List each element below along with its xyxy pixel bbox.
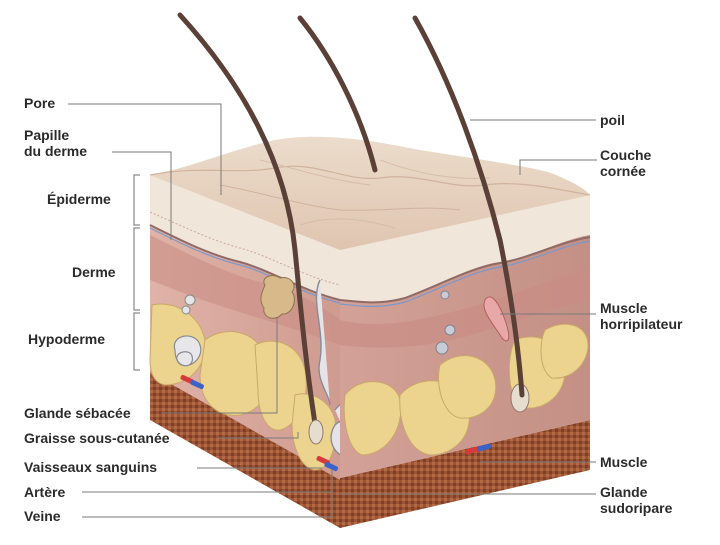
label-artere: Artère [24, 484, 65, 500]
label-muscle-horripilateur-line1: Muscle [600, 300, 682, 316]
label-poil: poil [600, 112, 625, 128]
label-glande-sudoripare: Glande sudoripare [600, 484, 672, 516]
label-couche-line1: Couche [600, 147, 651, 163]
label-pore: Pore [24, 95, 55, 111]
hair-bulb [309, 420, 323, 444]
label-hypoderme: Hypoderme [28, 331, 105, 347]
label-glande-sebacee: Glande sébacée [24, 405, 131, 421]
label-papille-du-derme: Papille du derme [24, 127, 87, 159]
label-graisse-sous-cutanee: Graisse sous-cutanée [24, 430, 170, 446]
label-couche-line2: cornée [600, 163, 651, 179]
label-muscle-horripilateur-line2: horripilateur [600, 316, 682, 332]
label-veine: Veine [24, 508, 61, 524]
label-papille-line1: Papille [24, 127, 87, 143]
label-glande-sudoripare-line1: Glande [600, 484, 672, 500]
label-epiderme: Épiderme [47, 191, 111, 207]
label-glande-sudoripare-line2: sudoripare [600, 500, 672, 516]
label-couche-cornee: Couche cornée [600, 147, 651, 179]
label-papille-line2: du derme [24, 143, 87, 159]
layer-brackets [134, 175, 140, 370]
label-vaisseaux-sanguins: Vaisseaux sanguins [24, 459, 157, 475]
label-derme: Derme [72, 264, 116, 280]
label-muscle-horripilateur: Muscle horripilateur [600, 300, 682, 332]
label-muscle: Muscle [600, 454, 647, 470]
